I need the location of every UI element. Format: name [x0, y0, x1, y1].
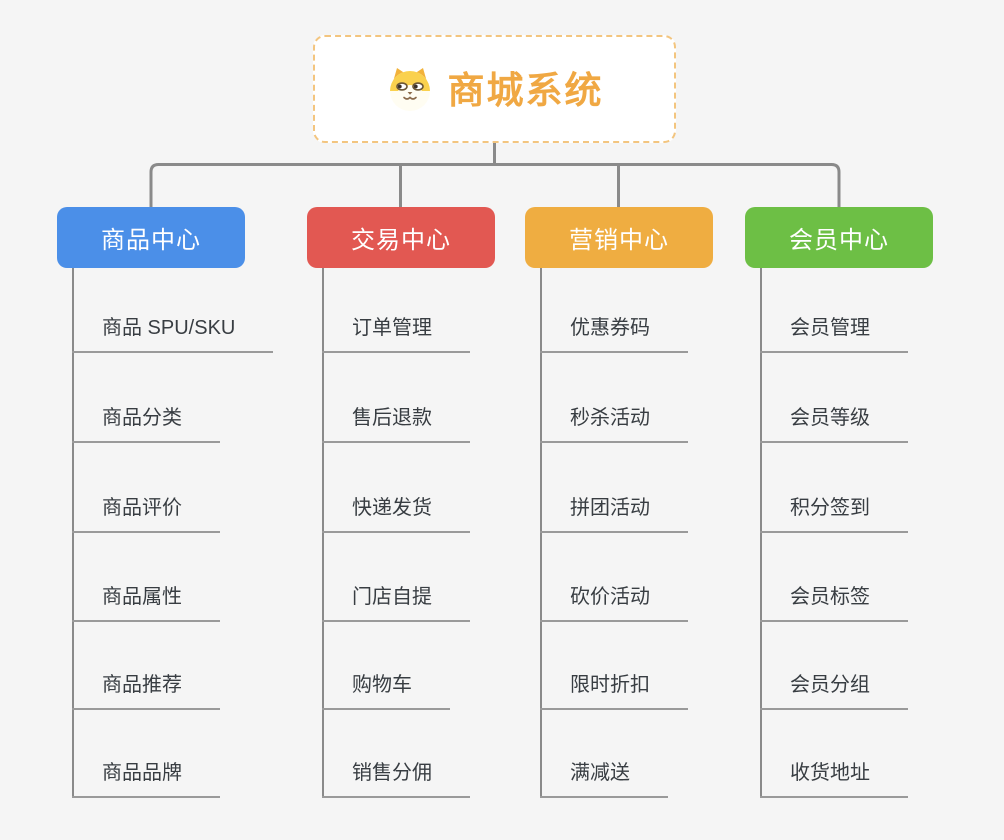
branch-node-member[interactable]: 会员中心 — [745, 207, 933, 268]
leaf-node-member-level[interactable]: 会员等级 — [760, 405, 908, 443]
branch-vertical-line — [760, 268, 762, 798]
leaf-node-product-recommend[interactable]: 商品推荐 — [72, 672, 220, 710]
branch-node-marketing[interactable]: 营销中心 — [525, 207, 713, 268]
leaf-node-product-brand[interactable]: 商品品牌 — [72, 760, 220, 798]
branch-column-trade: 交易中心 订单管理 售后退款 快递发货 门店自提 购物车 销售分佣 — [307, 207, 547, 817]
branch-connector-lines — [149, 142, 841, 208]
root-node[interactable]: 商城系统 — [313, 35, 676, 143]
leaf-node-order-management[interactable]: 订单管理 — [322, 315, 470, 353]
leaf-node-group-buy[interactable]: 拼团活动 — [540, 495, 688, 533]
leaf-node-after-sale-refund[interactable]: 售后退款 — [322, 405, 470, 443]
leaf-node-shopping-cart[interactable]: 购物车 — [322, 672, 450, 710]
dog-face-icon — [386, 65, 434, 113]
branch-node-trade[interactable]: 交易中心 — [307, 207, 495, 268]
branch-node-product[interactable]: 商品中心 — [57, 207, 245, 268]
leaf-node-limited-time-discount[interactable]: 限时折扣 — [540, 672, 688, 710]
leaf-node-bargain-activity[interactable]: 砍价活动 — [540, 584, 688, 622]
leaf-node-flash-sale[interactable]: 秒杀活动 — [540, 405, 688, 443]
leaf-node-product-review[interactable]: 商品评价 — [72, 495, 220, 533]
branch-column-marketing: 营销中心 优惠券码 秒杀活动 拼团活动 砍价活动 限时折扣 满减送 — [525, 207, 765, 817]
leaf-node-product-spu-sku[interactable]: 商品 SPU/SKU — [72, 315, 274, 353]
leaf-node-coupon-code[interactable]: 优惠券码 — [540, 315, 688, 353]
root-title: 商城系统 — [447, 69, 604, 111]
leaf-node-full-reduction[interactable]: 满减送 — [540, 760, 668, 798]
branch-vertical-line — [540, 268, 542, 798]
branch-vertical-line — [322, 268, 324, 798]
leaf-node-store-pickup[interactable]: 门店自提 — [322, 584, 470, 622]
branch-vertical-line — [72, 268, 74, 798]
leaf-node-points-checkin[interactable]: 积分签到 — [760, 495, 908, 533]
branch-column-member: 会员中心 会员管理 会员等级 积分签到 会员标签 会员分组 收货地址 — [745, 207, 985, 817]
leaf-node-product-category[interactable]: 商品分类 — [72, 405, 220, 443]
leaf-node-member-tag[interactable]: 会员标签 — [760, 584, 908, 622]
leaf-node-member-group[interactable]: 会员分组 — [760, 672, 908, 710]
leaf-node-product-attribute[interactable]: 商品属性 — [72, 584, 220, 622]
leaf-node-member-management[interactable]: 会员管理 — [760, 315, 908, 353]
branch-column-product: 商品中心 商品 SPU/SKU 商品分类 商品评价 商品属性 商品推荐 商品品牌 — [57, 207, 297, 817]
leaf-node-shipping-address[interactable]: 收货地址 — [760, 760, 908, 798]
leaf-node-express-shipping[interactable]: 快递发货 — [322, 495, 470, 533]
leaf-node-sales-commission[interactable]: 销售分佣 — [322, 760, 470, 798]
